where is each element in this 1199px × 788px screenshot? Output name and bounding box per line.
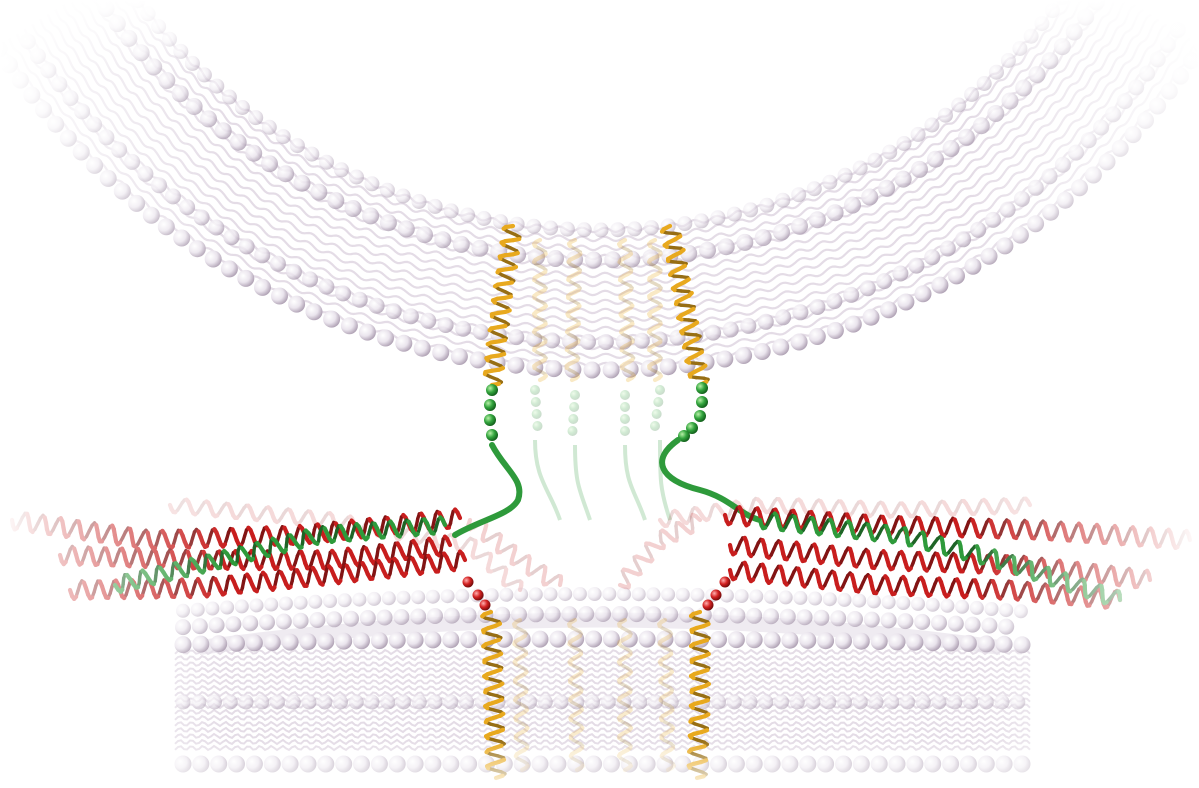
ghost-linker xyxy=(530,385,560,520)
ghost-red-helix xyxy=(620,515,700,588)
lower-lipid-head-row xyxy=(176,695,1026,710)
ghost-linker xyxy=(568,390,591,520)
linker-regions xyxy=(455,382,760,611)
green-linker-left xyxy=(455,384,519,535)
ghost-linker xyxy=(620,390,645,520)
ghost-red-helix xyxy=(468,520,561,585)
green-linker-right xyxy=(662,382,760,520)
